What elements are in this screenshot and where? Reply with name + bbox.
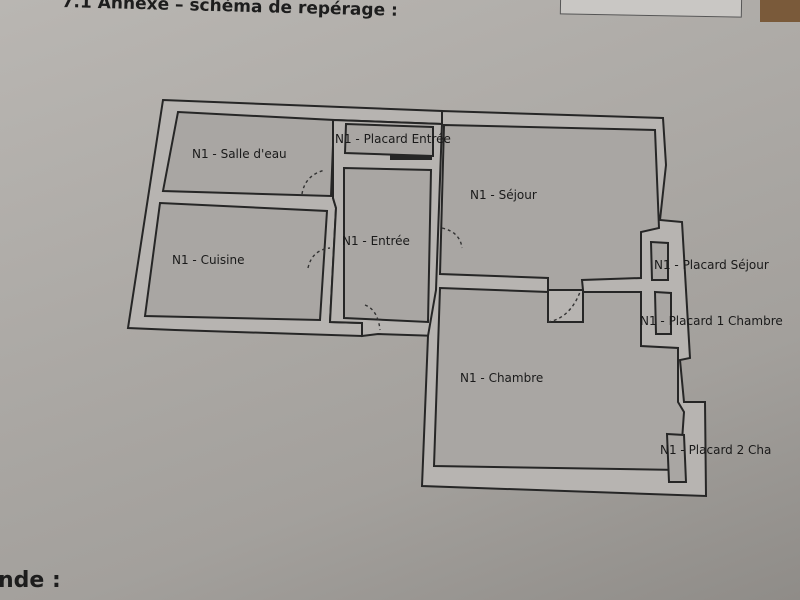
- door-salle-d-eau: [301, 169, 326, 195]
- door-cuisine: [307, 247, 331, 269]
- room-salle-d-eau: [161, 110, 336, 198]
- table-surface: [760, 0, 800, 22]
- label-placard-entree: N1 - Placard Entrée: [335, 132, 451, 146]
- label-cuisine: N1 - Cuisine: [172, 253, 244, 267]
- door-placard-entree: [390, 155, 432, 160]
- door-sejour: [441, 227, 463, 249]
- label-placard-2-chambre: N1 - Placard 2 Cha: [660, 443, 771, 457]
- room-entree: [343, 166, 433, 324]
- walls: [126, 98, 708, 498]
- label-chambre: N1 - Chambre: [460, 371, 543, 385]
- room-cuisine: [143, 201, 329, 322]
- label-salle-d-eau: N1 - Salle d'eau: [192, 147, 287, 161]
- doors: [301, 155, 581, 331]
- label-placard-1-chambre: N1 - Placard 1 Chambre: [640, 314, 783, 328]
- room-placard-1-chambre: [653, 290, 672, 335]
- room-labels: N1 - Salle d'eau N1 - Placard Entrée N1 …: [172, 132, 783, 457]
- room-placard-entree: [343, 122, 434, 158]
- footer-heading: nde :: [0, 568, 61, 593]
- label-sejour: N1 - Séjour: [470, 188, 537, 202]
- room-sejour: [438, 123, 661, 291]
- door-entree: [364, 304, 381, 331]
- room-placard-sejour: [649, 240, 669, 281]
- room-placard-2-chambre: [665, 432, 688, 483]
- label-placard-sejour: N1 - Placard Séjour: [654, 258, 769, 272]
- label-entree: N1 - Entrée: [342, 234, 410, 248]
